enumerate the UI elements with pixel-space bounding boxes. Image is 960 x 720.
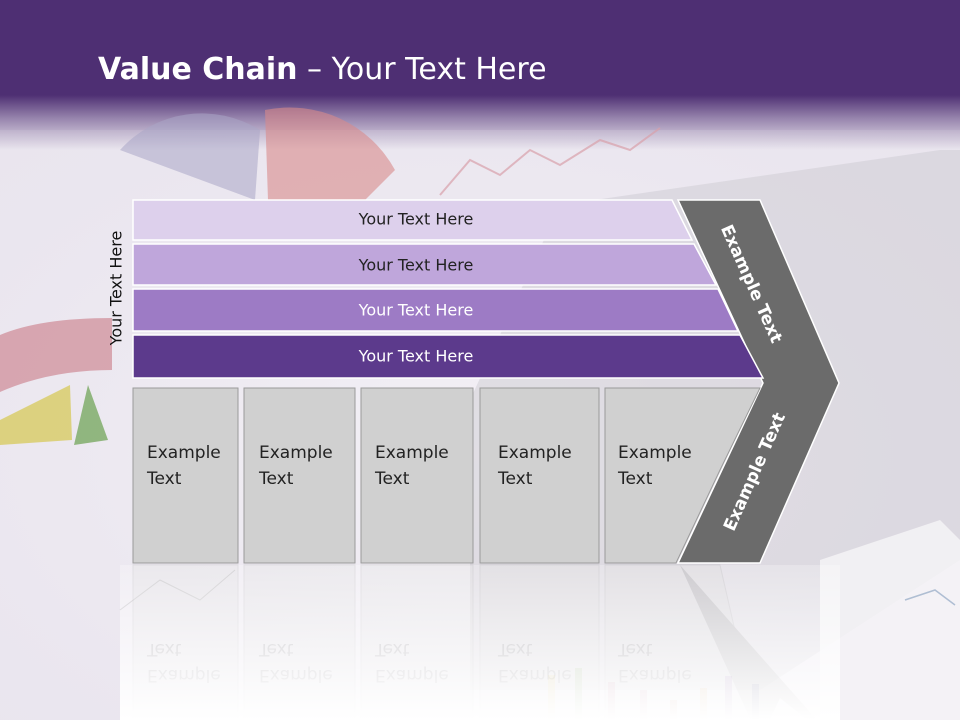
bg-stock-line bbox=[439, 127, 661, 196]
bg-pie-slice-blue bbox=[120, 113, 260, 200]
support-bar-2-label: Your Text Here bbox=[358, 256, 474, 275]
primary-box-3 bbox=[360, 387, 474, 564]
bg-pie-slice-green bbox=[74, 385, 108, 445]
support-bar-4 bbox=[132, 334, 765, 379]
primary-box-2 bbox=[243, 387, 356, 564]
chevron-arrow bbox=[676, 199, 840, 564]
primary-box-5-line2: Text bbox=[617, 469, 653, 489]
primary-box-5-line1: Example bbox=[618, 443, 692, 463]
primary-box-1-line1: Example bbox=[147, 443, 221, 463]
support-bar-3 bbox=[132, 288, 740, 332]
support-bar-3-label: Your Text Here bbox=[358, 301, 474, 320]
primary-box-1 bbox=[132, 387, 239, 564]
slide-title: Value Chain – Your Text Here bbox=[98, 52, 547, 87]
primary-box-3-line2: Text bbox=[374, 469, 410, 489]
primary-box-5 bbox=[604, 387, 761, 564]
bg-pie-slice-yellow bbox=[0, 385, 72, 445]
primary-box-3-line1: Example bbox=[375, 443, 449, 463]
bg-pie-slice-pink bbox=[0, 318, 112, 392]
bg-sketch-line bbox=[904, 589, 956, 606]
primary-box-2-line1: Example bbox=[259, 443, 333, 463]
title-rest: – Your Text Here bbox=[297, 52, 547, 87]
reflection-fade bbox=[120, 565, 840, 720]
support-bar-4-label: Your Text Here bbox=[358, 347, 474, 366]
primary-box-2-line2: Text bbox=[258, 469, 294, 489]
support-bar-2 bbox=[132, 243, 718, 286]
support-bar-1 bbox=[132, 199, 694, 241]
support-bar-1-label: Your Text Here bbox=[358, 210, 474, 229]
primary-box-1-line2: Text bbox=[146, 469, 182, 489]
side-label: Your Text Here bbox=[106, 230, 126, 346]
primary-box-4-line2: Text bbox=[497, 469, 533, 489]
primary-box-4 bbox=[479, 387, 600, 564]
bg-paper-sheet bbox=[820, 520, 960, 720]
primary-box-4-line1: Example bbox=[498, 443, 572, 463]
title-bold: Value Chain bbox=[98, 52, 298, 87]
